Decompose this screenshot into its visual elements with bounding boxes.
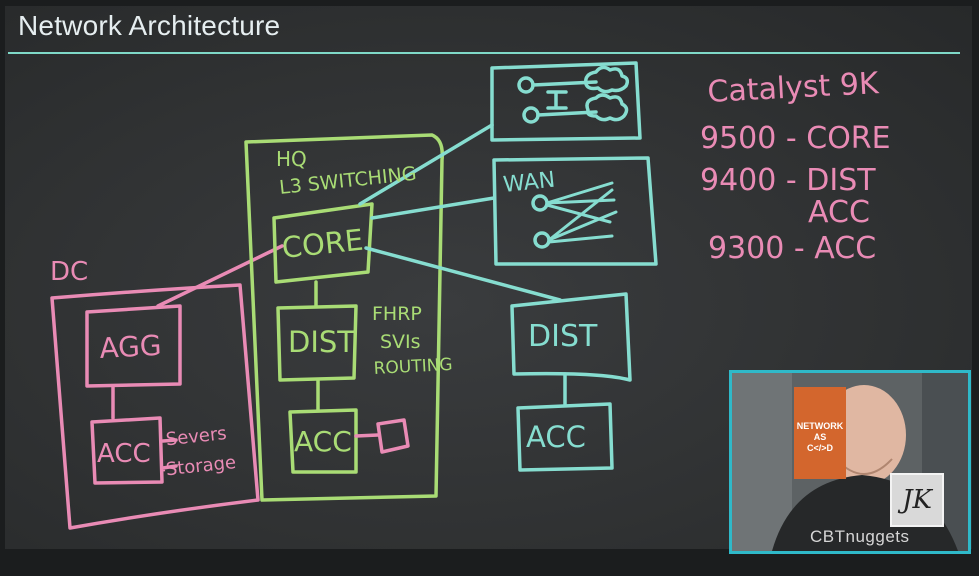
catalyst-9300: 9300 - ACC — [708, 231, 876, 266]
cloud-icon-top — [583, 65, 630, 94]
slide-title: Network Architecture — [18, 10, 281, 41]
presenter-scene — [732, 373, 968, 551]
cloud-node-top — [517, 76, 535, 94]
dc-agg-label: AGG — [99, 329, 163, 365]
hq-core-label: CORE — [280, 223, 365, 265]
dc-servers-label: -Severs — [158, 423, 227, 451]
hq-note-svis: SVIs — [380, 331, 421, 353]
catalyst-9400: 9400 - DIST — [700, 163, 876, 198]
hq-container — [244, 133, 445, 502]
wan-container — [492, 156, 658, 266]
dc-label: DC — [50, 257, 88, 287]
cloud-container — [490, 61, 642, 142]
dc-core-link — [156, 244, 284, 308]
presenter-video: NETWORK AS C</>D JK CBTnuggets — [729, 370, 971, 554]
catalyst-9400-acc: ACC — [808, 195, 870, 230]
hq-end-device — [376, 418, 410, 454]
brand-watermark: CBTnuggets — [810, 527, 910, 546]
hq-core-box — [272, 202, 374, 284]
hq-acc-label: ACC — [294, 425, 352, 458]
hq-acc-device-link — [354, 433, 380, 438]
hq-note-fhrp: FHRP — [372, 303, 422, 325]
hq-note-routing: ROUTING — [373, 355, 453, 379]
core-branch-link — [364, 246, 562, 302]
wan-node-top — [531, 194, 549, 212]
branch-dist-label: DIST — [528, 319, 598, 354]
hq-dist-box — [276, 304, 358, 382]
dc-storage-dash — [161, 464, 178, 470]
dc-container — [50, 283, 260, 530]
catalyst-9500: 9500 - CORE — [700, 121, 891, 156]
core-cloud-link — [358, 123, 494, 206]
title-underline — [8, 52, 960, 54]
presenter-badge: JK — [890, 473, 944, 527]
branch-dist-box — [510, 292, 632, 382]
wan-node-bottom — [533, 231, 551, 249]
hq-dist-label: DIST — [288, 325, 355, 359]
dc-acc-box — [90, 416, 164, 485]
cloud-node-bottom — [522, 106, 540, 124]
branch-acc-box — [516, 402, 614, 472]
hq-acc-box — [288, 408, 358, 474]
catalyst-heading: Catalyst 9K — [707, 66, 881, 110]
cloud-icon-bottom — [585, 93, 629, 122]
network-as-code-poster: NETWORK AS C</>D — [794, 387, 846, 479]
dc-acc-label: ACC — [97, 439, 151, 469]
branch-acc-label: ACC — [526, 420, 586, 454]
hq-label: HQ — [276, 147, 307, 171]
cloud-bar — [546, 90, 568, 110]
dc-agg-box — [85, 304, 182, 388]
wan-links — [545, 181, 618, 244]
core-wan-link — [370, 196, 496, 220]
wan-label: WAN — [502, 168, 556, 198]
dc-storage-label: -Storage — [158, 452, 237, 481]
dc-server-dash — [161, 438, 178, 443]
